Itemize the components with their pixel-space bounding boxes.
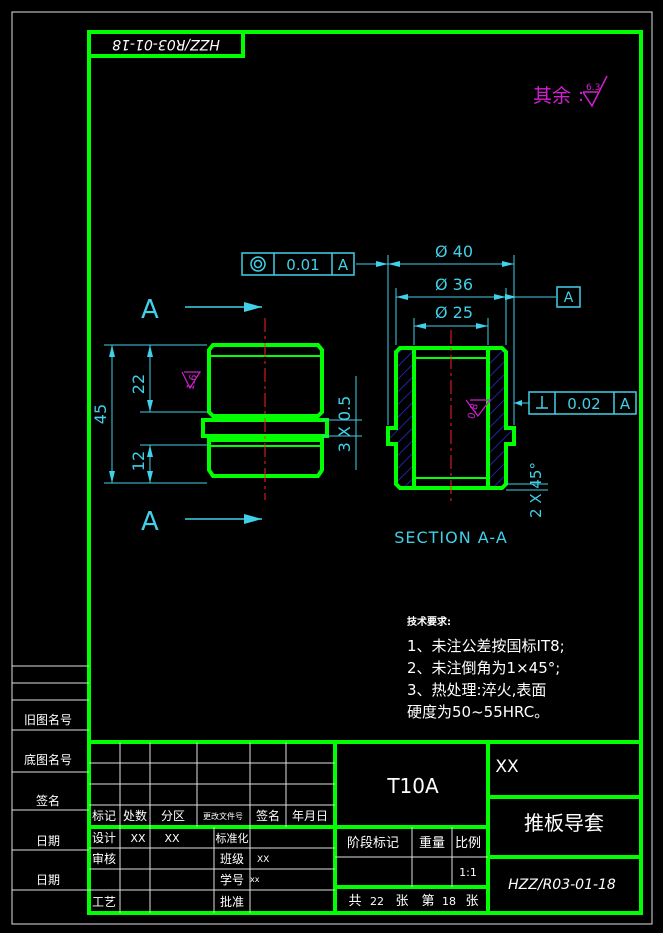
- roughness-right-value: 0.8: [466, 402, 481, 420]
- roughness-0-8-icon: [465, 399, 492, 417]
- dim-overall-height: 45: [91, 404, 110, 424]
- approve-label: 批准: [220, 894, 244, 909]
- right-view: Ø 40 Ø 36 Ø 25 A 0.01 A: [241, 242, 637, 547]
- design-name: XX: [130, 832, 146, 845]
- concentricity-datum: A: [338, 256, 349, 274]
- design-date: XX: [164, 832, 180, 845]
- surface-note-colon: :: [578, 85, 584, 106]
- design-label: 设计: [92, 831, 116, 845]
- rev-header-zone: 分区: [161, 809, 185, 823]
- left-wall-section: [386, 346, 416, 490]
- side-label-old-drawing: 旧图名号: [24, 712, 72, 727]
- surface-roughness-note: 其余 : 6.3: [533, 75, 608, 108]
- left-body-upper: [207, 343, 324, 418]
- side-label-signature: 签名: [36, 793, 60, 808]
- perpendicularity-frame: 0.02 A: [514, 391, 637, 415]
- sheets-total: 22: [370, 895, 384, 908]
- roughness-1-6-icon: [181, 371, 202, 390]
- rev-header-date: 年月日: [292, 809, 328, 823]
- perpendicularity-value: 0.02: [567, 395, 600, 413]
- rev-header-count: 处数: [123, 808, 147, 823]
- class-value: XX: [257, 855, 269, 865]
- sheets-unit-2: 张: [465, 894, 478, 909]
- tech-line-1: 1、未注公差按国标IT8;: [407, 637, 565, 655]
- left-body-lower: [207, 438, 324, 478]
- section-arrow-bottom-icon: [244, 514, 262, 524]
- rev-header-sign: 签名: [256, 808, 280, 823]
- side-label-date-2: 日期: [36, 873, 60, 887]
- stamp-box: [87, 30, 245, 58]
- drawing-number: HZZ/R03-01-18: [508, 877, 616, 893]
- stage-label: 阶段标记: [347, 836, 399, 851]
- student-no-value: xx: [250, 875, 260, 884]
- organization: XX: [495, 757, 519, 777]
- section-arrow-top-icon: [244, 302, 262, 312]
- outer-frame: [11, 11, 653, 925]
- side-strip: [12, 665, 89, 891]
- rev-header-doc: 更改文件号: [203, 811, 243, 821]
- dim-chamfer: 2 X 45°: [527, 462, 545, 518]
- class-label: 班级: [220, 852, 244, 866]
- scale-value: 1:1: [459, 866, 477, 879]
- stamp-text: HZZ/R03-01-18: [112, 36, 220, 52]
- tech-line-4: 硬度为50~55HRC。: [407, 703, 549, 721]
- section-mark-top: A: [141, 295, 159, 325]
- weight-label: 重量: [419, 835, 445, 851]
- standardization-label: 标准化: [216, 831, 249, 845]
- datum-box: [556, 286, 581, 308]
- rev-header-mark: 标记: [92, 809, 116, 823]
- dim-groove: 3 X 0.5: [335, 396, 354, 453]
- surface-note-prefix: 其余: [533, 85, 571, 107]
- concentricity-icon: [250, 256, 266, 272]
- tech-line-3: 3、热处理:淬火,表面: [407, 681, 546, 699]
- concentricity-value: 0.01: [286, 256, 319, 274]
- sheets-this-label: 第: [421, 894, 434, 909]
- sheets-this: 18: [442, 895, 456, 908]
- datum-label: A: [564, 290, 574, 306]
- side-label-base-drawing: 底图名号: [24, 752, 72, 767]
- dim-d36: Ø 36: [435, 275, 473, 294]
- concentricity-frame: 0.01 A: [241, 252, 355, 276]
- student-no-label: 学号: [220, 872, 244, 887]
- dim-lower-height: 12: [129, 451, 148, 471]
- left-view: A A 45 22 12 3 X 0.5 1.6: [91, 295, 362, 537]
- process-label: 工艺: [92, 895, 116, 909]
- tech-line-2: 2、未注倒角为1×45°;: [407, 659, 560, 677]
- roughness-symbol-icon: [582, 75, 608, 108]
- dim-upper-height: 22: [129, 374, 148, 394]
- dim-d25: Ø 25: [435, 303, 473, 322]
- surface-note-value: 6.3: [586, 83, 600, 93]
- scale-label: 比例: [455, 836, 481, 851]
- sheets-total-label: 共: [348, 894, 361, 909]
- title-block: [89, 740, 641, 913]
- review-label: 审核: [92, 851, 116, 866]
- material: T10A: [386, 774, 439, 798]
- part-name: 推板导套: [524, 811, 604, 835]
- roughness-left-value: 1.6: [185, 373, 200, 391]
- section-title: SECTION A-A: [394, 528, 508, 547]
- dim-d40: Ø 40: [435, 242, 473, 261]
- section-mark-bottom: A: [141, 507, 159, 537]
- drawing-frame: [87, 30, 643, 915]
- sheets-unit-1: 张: [395, 894, 408, 909]
- tech-requirements: 技术要求: 1、未注公差按国标IT8; 2、未注倒角为1×45°; 3、热处理:…: [407, 615, 565, 721]
- perpendicularity-datum: A: [620, 395, 631, 413]
- tech-title: 技术要求:: [407, 615, 451, 628]
- right-wall-section: [486, 346, 516, 490]
- side-label-date-1: 日期: [36, 834, 60, 848]
